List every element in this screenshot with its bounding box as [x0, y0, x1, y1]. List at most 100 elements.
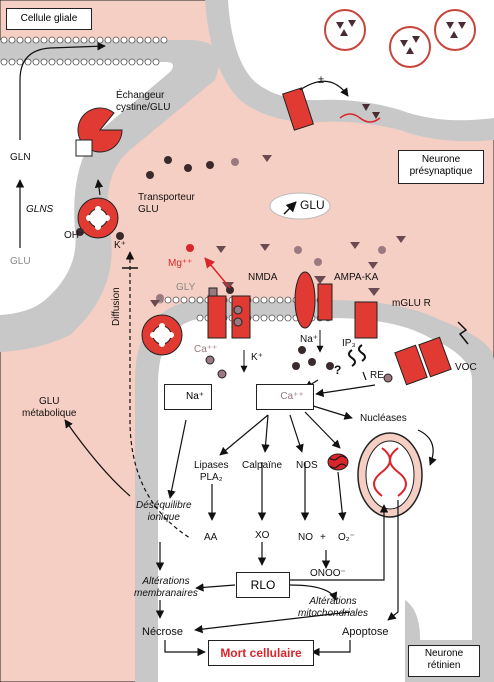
desequilibre-line1: Déséquilibre — [136, 500, 192, 511]
re-label: RE — [370, 370, 384, 381]
lipid-head — [164, 296, 172, 304]
na-in-label: Na⁺ — [300, 334, 319, 345]
exchanger-line2: cystine/GLU — [116, 101, 171, 113]
lipid-head — [8, 36, 16, 44]
alter-mito-label: Altérations mitochondriales — [298, 596, 368, 619]
glu-glia-label: GLU — [10, 256, 31, 267]
aa-label: AA — [204, 532, 218, 543]
lipid-head — [252, 314, 260, 322]
glu-triangle — [348, 20, 356, 27]
retinal-line2: rétinien — [427, 660, 461, 671]
lipid-head — [0, 58, 8, 66]
diffusion-label: Diffusion — [111, 287, 122, 326]
alter-mito-line2: mitochondriales — [298, 607, 369, 619]
ampa-ka-label: AMPA-KA — [334, 272, 379, 283]
plus-label: + — [320, 532, 326, 543]
glu-triangle — [400, 40, 408, 47]
lipid-head — [160, 36, 168, 44]
lipid-head — [252, 296, 260, 304]
voc-label: VOC — [455, 362, 477, 373]
na-box: Na⁺ — [164, 384, 212, 410]
lipases-line1: Lipases — [194, 460, 229, 471]
question-label: ? — [334, 363, 342, 377]
rlo-box: RLO — [236, 572, 290, 598]
lipid-head — [72, 58, 80, 66]
transporter-line1: Transporteur — [138, 192, 195, 203]
glial-membrane — [0, 40, 220, 352]
mglur-label: mGLU R — [392, 298, 431, 309]
presynaptic-line2: présynaptique — [409, 166, 473, 177]
lipid-head — [16, 36, 24, 44]
exchanger-line1: Échangeur — [116, 90, 165, 101]
oh-label: OH⁻ — [64, 230, 85, 241]
glu-triangle — [412, 36, 420, 43]
vesicle — [324, 9, 366, 51]
glu-triangle — [406, 47, 414, 54]
lipid-head — [72, 36, 80, 44]
lipid-head — [32, 58, 40, 66]
glu-triangle — [340, 29, 348, 36]
glu-metab-label: GLU métabolique — [22, 396, 76, 419]
exchanger-label: Échangeur cystine/GLU — [116, 90, 170, 113]
ca-in-label: Ca⁺⁺ — [194, 344, 218, 355]
lipid-head — [88, 58, 96, 66]
nos-label: NOS — [296, 460, 318, 471]
lipid-head — [128, 36, 136, 44]
lipid-head — [120, 36, 128, 44]
k-glia-label: K⁺ — [114, 240, 126, 251]
transporter-line2: GLU — [138, 203, 159, 215]
alter-memb-line1: Altérations — [142, 576, 190, 587]
ca-box: Ca⁺⁺ — [256, 384, 314, 410]
plus-minus: ± — [318, 74, 325, 86]
no-label: NO — [298, 532, 313, 543]
glu-metab-line1: GLU — [38, 396, 60, 407]
lipid-head — [284, 296, 292, 304]
lipid-head — [276, 296, 284, 304]
lipid-head — [104, 36, 112, 44]
glu-up-arrow — [283, 201, 297, 215]
na-to-desequilibre — [167, 419, 187, 499]
vesicle — [434, 9, 476, 51]
lipid-head — [284, 314, 292, 322]
synaptic-vesicles — [324, 9, 476, 68]
lipid-head — [260, 296, 268, 304]
nucleus — [357, 432, 423, 518]
lipid-head — [276, 314, 284, 322]
alter-memb-line2: membranaires — [134, 587, 198, 599]
presynaptic-transporter — [281, 80, 381, 131]
lipid-head — [128, 58, 136, 66]
lipid-head — [152, 58, 160, 66]
xo-label: XO — [255, 530, 270, 541]
mg-ion — [186, 244, 194, 252]
o2-label: O₂⁻ — [338, 532, 355, 543]
mg-label: Mg⁺⁺ — [168, 258, 193, 269]
retinal-line1: Neurone — [424, 648, 464, 659]
lipid-head — [40, 36, 48, 44]
desequilibre-line2: ionique — [147, 511, 180, 523]
lipases-line2: PLA₂ — [199, 471, 223, 483]
cystine-glu-exchanger — [75, 107, 123, 157]
glial-cell-label: Cellule gliale — [6, 8, 92, 30]
lipid-head — [144, 58, 152, 66]
calpaine-label: Calpaïne — [242, 460, 283, 471]
onoo-label: ONOO⁻ — [310, 568, 346, 579]
ip3-label: IP₃ — [342, 338, 356, 349]
gln-to-out-arrow — [19, 42, 106, 140]
lipid-head — [152, 36, 160, 44]
lipid-head — [144, 36, 152, 44]
lipid-head — [268, 296, 276, 304]
voc-channel — [394, 321, 469, 386]
mitochondrion — [327, 453, 349, 471]
lipid-head — [104, 58, 112, 66]
lipid-head — [88, 36, 96, 44]
ampa-ka-receptor — [294, 271, 333, 353]
ca-box-label: Ca⁺⁺ — [280, 391, 304, 402]
glu-transporter — [76, 197, 124, 240]
lipid-head — [112, 36, 120, 44]
lipid-head — [56, 58, 64, 66]
lipid-head — [80, 58, 88, 66]
lipid-head — [136, 36, 144, 44]
lipid-head — [32, 36, 40, 44]
glu-release-label: GLU — [300, 198, 325, 212]
lipid-head — [24, 36, 32, 44]
